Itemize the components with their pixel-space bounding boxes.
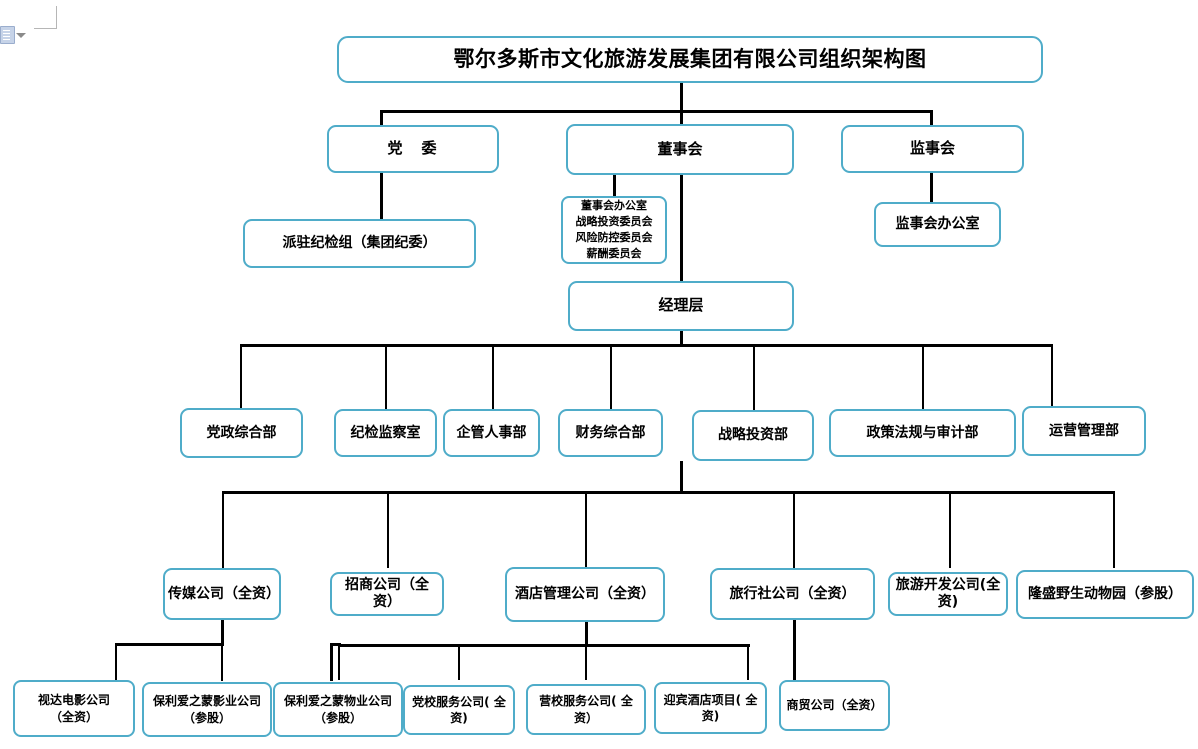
connector-media-bus xyxy=(115,643,224,646)
connector-to-leaf-party-school xyxy=(338,644,340,680)
connector-to-leaf-poly-property xyxy=(330,643,333,681)
connector-to-sub-2 xyxy=(387,491,389,568)
node-dept-party-admin[interactable]: 党政综合部 xyxy=(180,408,303,458)
connector-to-dept-6 xyxy=(922,344,924,410)
node-dept-policy-audit[interactable]: 政策法规与审计部 xyxy=(829,409,1016,457)
node-leaf-party-school-service[interactable]: 党校服务公司( 全资) xyxy=(403,685,515,735)
connector-board-to-management xyxy=(680,175,683,281)
node-management-layer[interactable]: 经理层 xyxy=(568,281,794,331)
connector-board-to-committees xyxy=(613,175,616,197)
node-board-of-directors[interactable]: 董事会 xyxy=(566,124,794,175)
connector-subsidiary-bus xyxy=(222,491,1115,494)
connector-department-bus xyxy=(240,344,1052,347)
connector-supervisors-to-office xyxy=(930,173,933,203)
node-leaf-trade-company[interactable]: 商贸公司（全资） xyxy=(779,680,890,731)
node-dept-operations[interactable]: 运营管理部 xyxy=(1022,406,1146,456)
connector-hotel-trunk xyxy=(585,622,588,646)
connector-title-trunk xyxy=(680,83,683,111)
connector-to-party xyxy=(380,110,383,126)
connector-to-dept-5 xyxy=(753,344,755,410)
node-leaf-guest-hotel-project[interactable]: 迎宾酒店项目( 全资) xyxy=(654,682,767,734)
committee-line-1: 董事会办公室 xyxy=(581,199,647,213)
connector-party-to-discipline xyxy=(380,173,383,220)
connector-poly-property-stub xyxy=(330,643,341,646)
connector-to-leaf-poly-film xyxy=(221,643,223,681)
node-party-committee[interactable]: 党 委 xyxy=(327,125,499,173)
node-dept-discipline-inspection[interactable]: 纪检监察室 xyxy=(334,409,437,457)
connector-to-sub-1 xyxy=(222,491,224,568)
node-board-committees[interactable]: 董事会办公室 战略投资委员会 风险防控委员会 薪酬委员会 xyxy=(561,196,667,264)
connector-to-supervisors xyxy=(930,110,933,126)
connector-to-leaf-trade xyxy=(747,644,749,680)
connector-to-sub-4 xyxy=(793,491,795,568)
connector-to-sub-6 xyxy=(1113,491,1115,568)
leaf-line-2: （全资） xyxy=(49,709,98,724)
connector-to-dept-3 xyxy=(492,344,494,410)
node-leaf-poly-property[interactable]: 保利爱之蒙物业公司 （参股） xyxy=(273,682,403,737)
committee-line-3: 风险防控委员会 xyxy=(575,231,653,244)
node-sub-travel-agency[interactable]: 旅行社公司（全资） xyxy=(710,568,875,620)
leaf-line-1: 迎宾酒店项目( 全资) xyxy=(663,692,758,723)
leaf-line-2: （参股） xyxy=(313,710,362,725)
connector-management-trunk xyxy=(680,331,683,347)
committee-line-2: 战略投资委员会 xyxy=(575,215,653,229)
connector-title-bus xyxy=(380,110,932,113)
node-leaf-poly-film[interactable]: 保利爱之蒙影业公司 （参股） xyxy=(142,682,272,737)
paste-options-widget[interactable] xyxy=(0,26,30,48)
connector-to-dept-1 xyxy=(240,344,242,410)
connector-to-dept-2 xyxy=(385,344,387,410)
leaf-line-1: 保利爱之蒙影业公司 xyxy=(152,694,261,709)
node-discipline-group[interactable]: 派驻纪检组（集团纪委） xyxy=(243,219,476,268)
leaf-line-1: 保利爱之蒙物业公司 xyxy=(283,694,392,709)
connector-to-leaf-shida xyxy=(115,643,117,681)
leaf-line-1: 商贸公司（全资） xyxy=(786,698,883,713)
chevron-down-icon[interactable] xyxy=(16,33,26,38)
connector-to-sub-3 xyxy=(585,491,587,568)
node-sub-hotel-management[interactable]: 酒店管理公司（全资） xyxy=(505,567,665,622)
connector-to-dept-7 xyxy=(1051,344,1053,410)
node-supervisors-office[interactable]: 监事会办公室 xyxy=(874,202,1001,247)
leaf-line-1: 视达电影公司 xyxy=(37,693,110,708)
connector-media-trunk xyxy=(221,620,224,645)
node-dept-finance[interactable]: 财务综合部 xyxy=(558,409,663,457)
connector-to-dept-4 xyxy=(610,344,612,410)
connector-to-leaf-camp-school xyxy=(458,644,460,680)
node-sub-investment-promotion[interactable]: 招商公司（全资） xyxy=(330,572,444,616)
connector-to-sub-5 xyxy=(949,491,951,568)
node-sub-media[interactable]: 传媒公司（全资） xyxy=(163,568,281,620)
node-sub-tourism-development[interactable]: 旅游开发公司(全资) xyxy=(888,572,1008,616)
node-sub-longsheng-zoo[interactable]: 隆盛野生动物园（参股） xyxy=(1016,570,1194,619)
committee-line-4: 薪酬委员会 xyxy=(586,246,642,260)
connector-to-board xyxy=(680,110,683,126)
chart-title-box: 鄂尔多斯市文化旅游发展集团有限公司组织架构图 xyxy=(337,36,1043,83)
page-corner-mark xyxy=(34,6,57,29)
node-dept-strategic-investment[interactable]: 战略投资部 xyxy=(692,410,814,461)
clipboard-paste-icon[interactable] xyxy=(0,26,15,44)
connector-subsidiary-trunk xyxy=(680,461,683,493)
node-leaf-camp-school-service[interactable]: 营校服务公司( 全资） xyxy=(526,684,646,735)
connector-to-leaf-guest-hotel xyxy=(585,644,587,680)
connector-hotel-bus xyxy=(338,644,750,647)
leaf-line-2: （参股） xyxy=(182,710,231,725)
leaf-line-1: 党校服务公司( 全资) xyxy=(412,694,506,725)
node-board-of-supervisors[interactable]: 监事会 xyxy=(841,125,1024,173)
node-leaf-shida-film[interactable]: 视达电影公司 （全资） xyxy=(13,680,135,737)
node-dept-enterprise-hr[interactable]: 企管人事部 xyxy=(443,409,540,457)
leaf-line-1: 营校服务公司( 全资） xyxy=(539,694,633,725)
connector-travel-to-trade xyxy=(793,620,796,680)
